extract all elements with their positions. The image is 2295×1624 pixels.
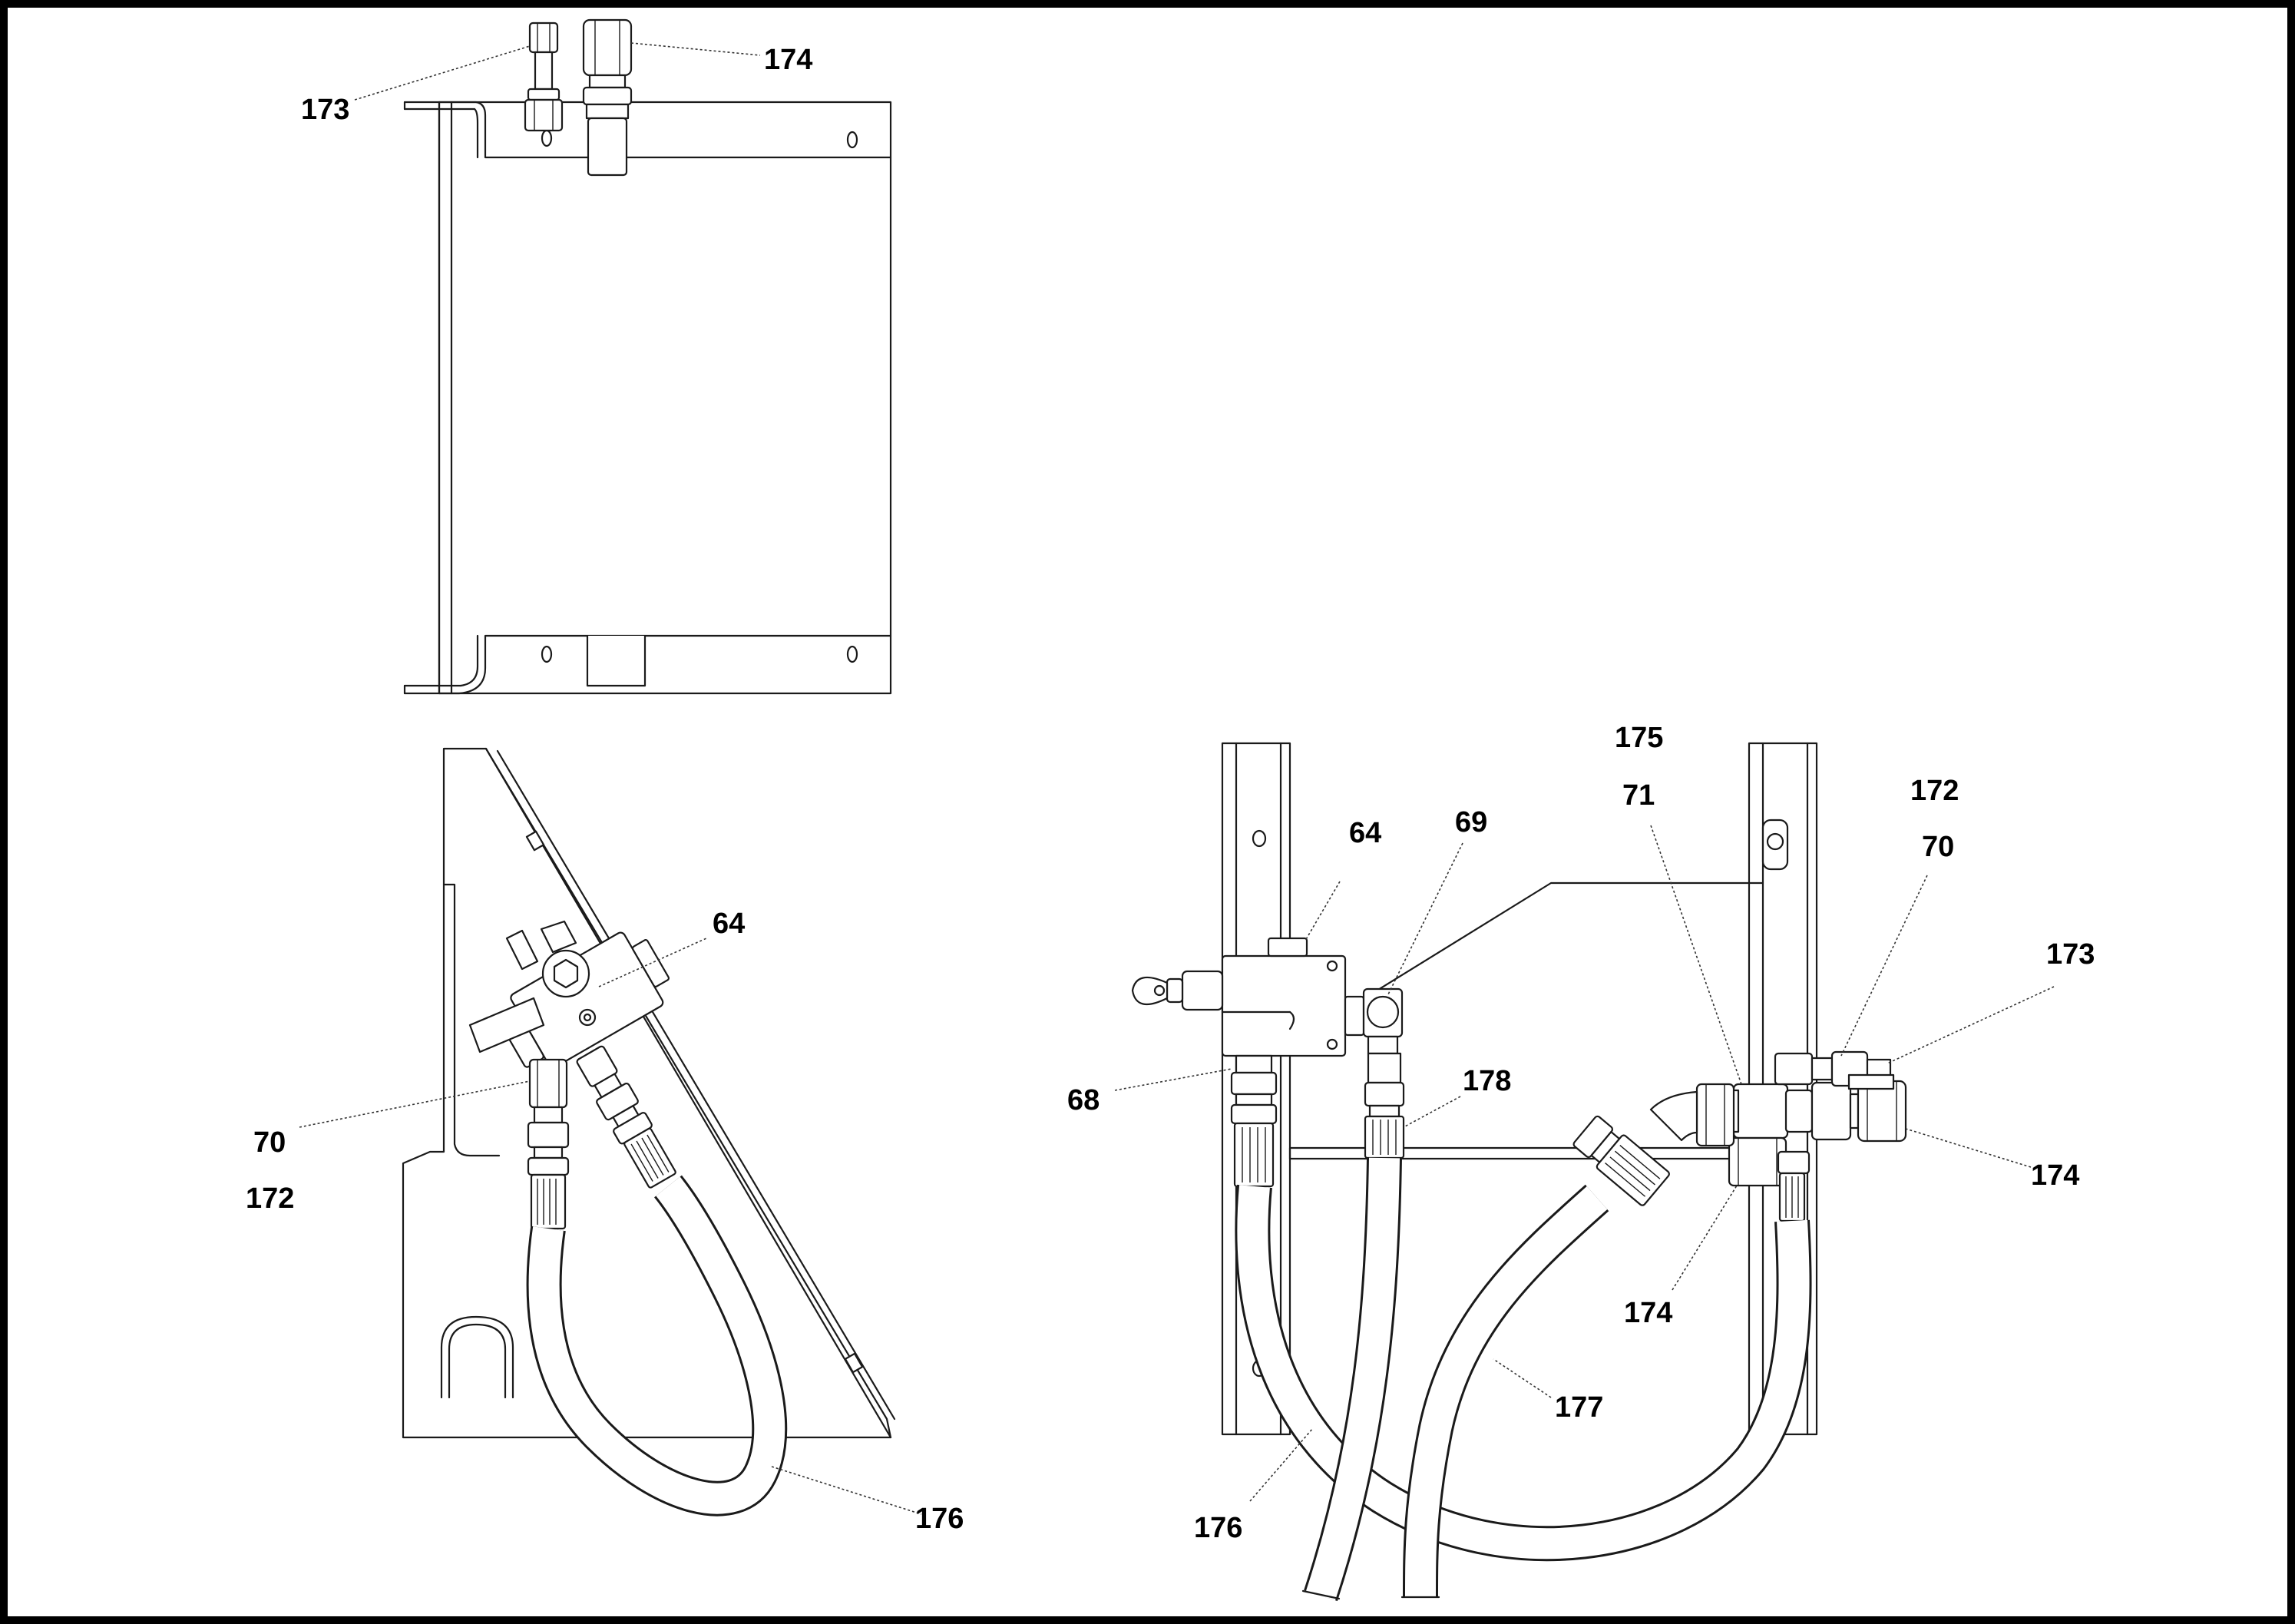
fitting-174-top (582, 18, 633, 177)
callout-sv-172: 172 (246, 1182, 294, 1215)
leader-tv-174 (630, 42, 761, 56)
callout-tv-174: 174 (764, 44, 812, 76)
callout-fv-71: 71 (1622, 779, 1655, 812)
leader-fv-69 (1387, 842, 1463, 995)
leader-fv-173 (1887, 986, 2055, 1064)
callout-fv-177: 177 (1555, 1391, 1603, 1424)
bracket-plate-top (403, 101, 892, 695)
callout-fv-69: 69 (1455, 806, 1487, 838)
hose-178-front (1301, 1157, 1402, 1602)
side-bracket (402, 747, 896, 1439)
callout-labels: 173 174 64 70 172 176 175 71 172 70 64 6… (246, 44, 2095, 1544)
leader-fv-177 (1493, 1358, 1552, 1398)
callout-fv-68: 68 (1067, 1084, 1100, 1116)
callout-fv-173: 173 (2046, 938, 2095, 971)
fitting-173-top (524, 21, 564, 132)
fitting-68-front (1230, 1054, 1278, 1188)
callout-tv-173: 173 (301, 94, 349, 126)
leader-fv-174a (1905, 1128, 2032, 1168)
callout-fv-174a: 174 (2031, 1159, 2079, 1192)
leader-tv-173 (354, 45, 531, 101)
hose-176-front (1235, 1184, 1812, 1562)
side-view (299, 747, 922, 1517)
callout-fv-70: 70 (1922, 831, 1954, 863)
leader-sv-70 (299, 1080, 531, 1128)
callout-fv-174b: 174 (1624, 1297, 1672, 1329)
leader-fv-68 (1114, 1068, 1232, 1091)
hose-177-front (1400, 1184, 1609, 1599)
tee-71-front (1726, 1050, 1907, 1222)
callout-fv-178: 178 (1463, 1065, 1511, 1097)
leader-fv-178 (1403, 1096, 1461, 1128)
callout-sv-70: 70 (253, 1126, 286, 1159)
fitting-178-front (1364, 1052, 1405, 1159)
leader-fv-70 (1840, 875, 1928, 1057)
hose-176-side (526, 1175, 788, 1517)
callout-fv-175: 175 (1615, 722, 1663, 754)
valve-block-64-front (1131, 937, 1347, 1057)
elbow-fitting-177-front (1572, 1083, 1735, 1206)
leader-fv-64 (1305, 881, 1341, 941)
callout-fv-172: 172 (1910, 775, 1959, 807)
top-view (354, 18, 892, 695)
leader-fv-71 (1650, 825, 1742, 1085)
leader-fv-176 (1249, 1427, 1314, 1502)
elbow-69-front (1344, 987, 1404, 1055)
callout-sv-64: 64 (713, 908, 745, 940)
leader-sv-176 (771, 1466, 922, 1515)
ball-valve-64-side (468, 920, 670, 1069)
front-view (1114, 742, 2055, 1602)
callout-fv-64: 64 (1349, 817, 1381, 849)
callout-sv-176: 176 (915, 1503, 964, 1535)
leader-sv-64 (598, 938, 707, 987)
fitting-70-side (527, 1058, 570, 1230)
valve-outlet-fitting-side (576, 1045, 676, 1189)
callout-fv-176: 176 (1194, 1512, 1242, 1544)
leader-fv-174b (1672, 1185, 1738, 1291)
